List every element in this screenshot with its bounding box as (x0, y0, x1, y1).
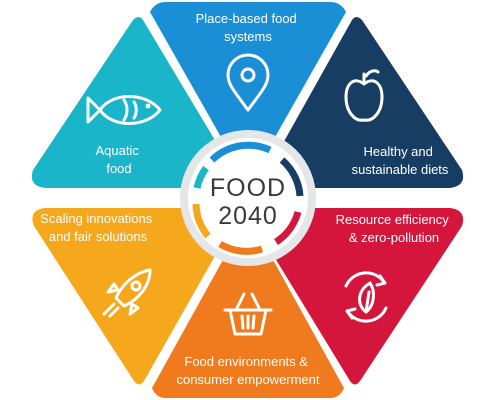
shopping-basket-icon (223, 292, 273, 336)
apple-icon (344, 69, 384, 122)
segment-resource-efficiency: Resource efficiency & zero-pollution (260, 208, 464, 385)
center-hub-inner-circle (188, 138, 308, 258)
segment-scaling-shape (32, 208, 235, 385)
cycle-arrow-yellow (192, 203, 211, 239)
center-title-line2: 2040 (218, 202, 278, 230)
segment-place-shape (150, 2, 346, 170)
leaf-recycle-icon (344, 271, 388, 323)
location-pin-icon (226, 53, 270, 112)
segment-scaling-innovations: Scaling innovations and fair solutions (32, 208, 235, 385)
segment-aquatic-label: Aquatic food (96, 143, 143, 176)
center-hub: FOOD 2040 (180, 130, 316, 266)
segment-aquatic-food: Aquatic food (31, 17, 232, 188)
cycle-arrow-orange (218, 240, 264, 255)
segment-health-shape (263, 17, 464, 188)
fish-icon (86, 95, 162, 125)
segment-place-label: Place-based food systems (196, 11, 301, 44)
segment-healthy-sustainable-diets: Healthy and sustainable diets (263, 17, 464, 188)
segment-health-label: Healthy and sustainable diets (352, 144, 449, 177)
cycle-arrow-teal (193, 165, 209, 189)
segment-aquatic-shape (31, 17, 232, 188)
segment-scaling-label: Scaling innovations and fair solutions (40, 211, 156, 244)
cycle-arrow-blue (209, 141, 272, 163)
segment-resource-label: Resource efficiency & zero-pollution (336, 212, 453, 245)
cycle-arrow-navy (279, 157, 304, 197)
segment-environments-label: Food environments & consumer empowerment (176, 354, 319, 387)
segment-food-environments: Food environments & consumer empowerment (152, 231, 344, 398)
cycle-arrows (192, 141, 304, 255)
center-title-line1: FOOD (210, 174, 286, 202)
segment-place-based-food-systems: Place-based food systems (150, 2, 346, 170)
cycle-arrow-red (273, 210, 302, 245)
rocket-icon (102, 268, 152, 318)
segment-resource-shape (260, 208, 464, 385)
